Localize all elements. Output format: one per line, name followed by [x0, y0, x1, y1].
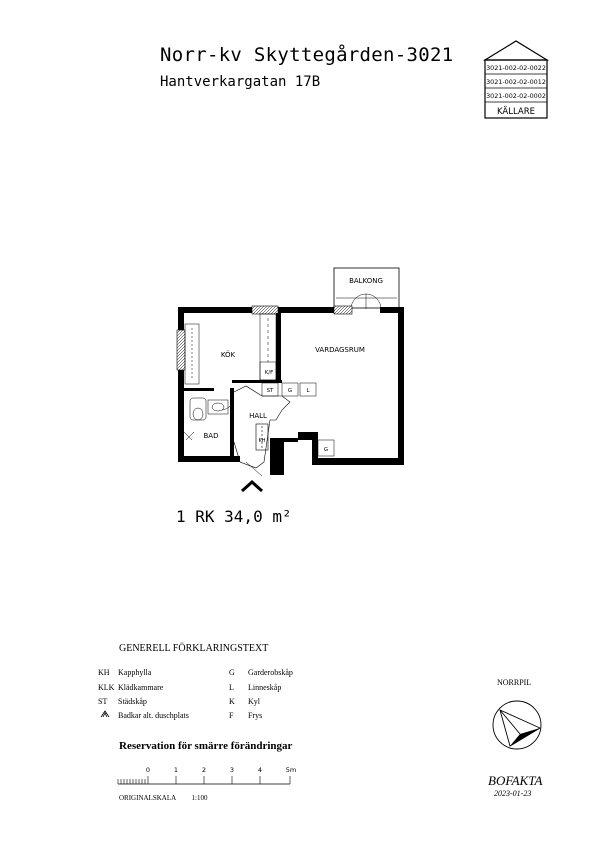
bathroom-fixtures — [183, 397, 229, 441]
room-label-bath: BAD — [204, 432, 219, 440]
legend-title: GENERELL FÖRKLARINGSTEXT — [119, 643, 269, 654]
apartment-area: 1 RK 34,0 m² — [176, 507, 292, 526]
legend-code-g: G — [229, 668, 235, 677]
legend-text-f: Frys — [248, 711, 263, 720]
marker-g-hall: G — [288, 388, 292, 394]
exterior-walls — [176, 305, 404, 475]
legend-text-l: Linneskåp — [248, 683, 282, 692]
stamp-roof — [482, 40, 550, 61]
stamp-code-1: 3021-002-02-0022 — [486, 64, 546, 72]
building-title: Norr-kv Skyttegården-3021 — [160, 44, 454, 66]
entrance-arrow-icon — [240, 479, 264, 493]
north-arrow-icon — [492, 700, 542, 750]
legend-text-shower: Badkar alt. duschplats — [118, 711, 189, 720]
hall-outline — [221, 385, 291, 477]
scale-caption: ORIGINALSKALA 1:100 — [119, 794, 207, 802]
room-label-kitchen: KÖK — [221, 350, 236, 359]
drawing-date: 2023-01-23 — [494, 789, 532, 798]
legend-text-kh: Kapphylla — [118, 668, 152, 677]
window-left — [176, 329, 186, 371]
legend-text-st: Städskåp — [118, 697, 147, 706]
kitchen-fixtures — [184, 313, 277, 385]
north-label: NORRPIL — [497, 678, 532, 687]
legend-text-klk: Klädkammare — [118, 683, 164, 692]
interior-walls — [184, 313, 282, 456]
scale-tick-4: 4 — [258, 766, 262, 774]
marker-l: L — [306, 388, 310, 394]
window-kitchen — [251, 305, 279, 315]
reservation-note: Reservation för smärre förändringar — [119, 740, 293, 752]
room-label-living: VARDAGSRUM — [315, 346, 365, 354]
legend-code-k: K — [229, 697, 235, 706]
balcony: BALKONG — [333, 267, 400, 310]
room-label-hall: HALL — [249, 412, 267, 420]
marker-kf: K/F — [265, 370, 274, 376]
marker-kh: KH — [258, 438, 265, 444]
floor-plan: BALKONG KÖ — [176, 267, 404, 493]
legend-code-f: F — [229, 711, 234, 720]
marker-g-living: G — [324, 447, 328, 453]
marker-st: ST — [267, 388, 274, 394]
legend-code-kh: KH — [98, 668, 110, 677]
scale-tick-5: 5m — [286, 766, 296, 774]
window-living — [333, 305, 353, 315]
shower-icon — [100, 710, 110, 718]
scale-tick-1: 1 — [174, 766, 178, 774]
brand-name: BOFAKTA — [488, 773, 543, 788]
stamp-frame — [484, 59, 548, 119]
street-address: Hantverkargatan 17B — [160, 74, 321, 90]
scale-label: ORIGINALSKALA — [119, 794, 176, 802]
stamp-code-3: 3021-002-02-0002 — [486, 92, 546, 100]
legend-text-g: Garderobskåp — [248, 668, 293, 677]
scale-ratio: 1:100 — [191, 794, 208, 802]
scale-tick-0: 0 — [146, 766, 150, 774]
legend-text-k: Kyl — [248, 697, 260, 706]
stamp-level: KÄLLARE — [497, 106, 535, 117]
legend-code-l: L — [229, 683, 234, 692]
legend-code-klk: KLK — [98, 683, 115, 692]
stamp-code-2: 3021-002-02-0012 — [486, 78, 546, 86]
scale-tick-2: 2 — [202, 766, 206, 774]
property-stamp: 3021-002-02-0022 3021-002-02-0012 3021-0… — [482, 40, 550, 119]
room-label-balcony: BALKONG — [349, 277, 383, 285]
scale-bar: 0 1 2 3 4 5m — [117, 766, 296, 785]
legend-code-st: ST — [98, 697, 108, 706]
scale-tick-3: 3 — [230, 766, 234, 774]
